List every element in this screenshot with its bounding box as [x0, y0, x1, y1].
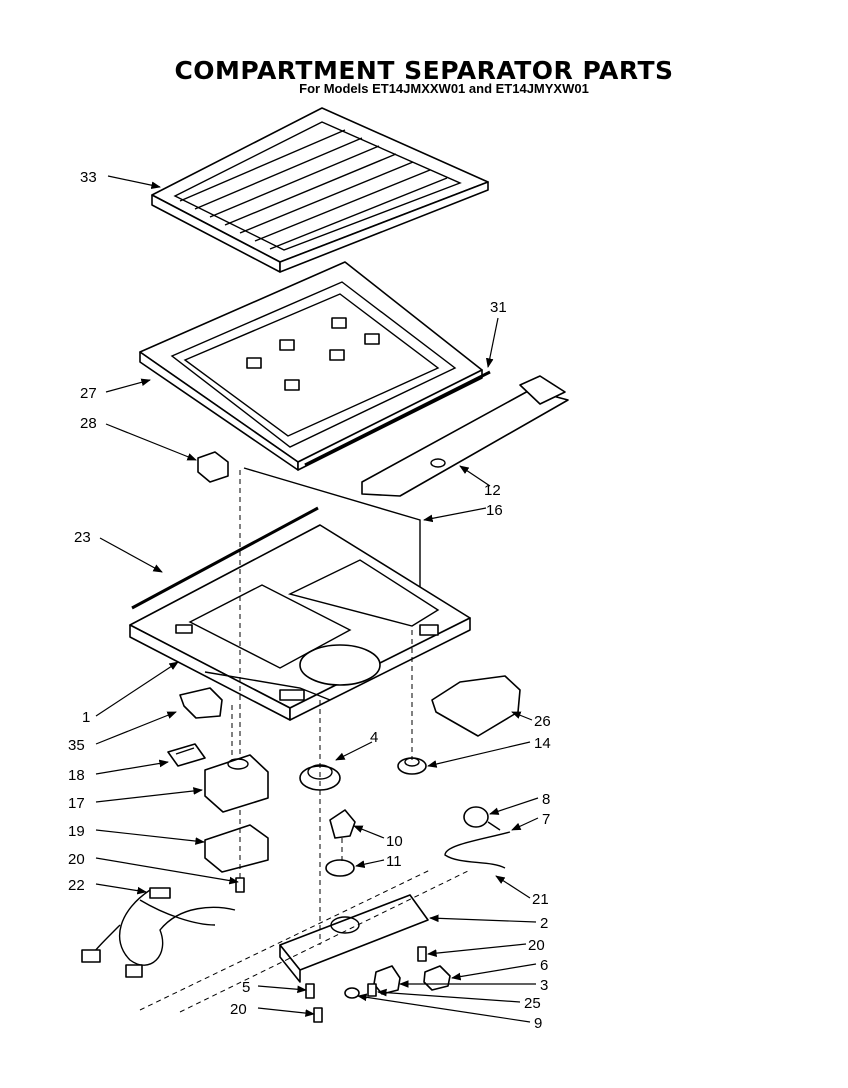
callout-18: 18	[68, 767, 85, 784]
part-35-bracket	[179, 687, 223, 719]
callout-22: 22	[68, 877, 85, 894]
callout-31: 31	[490, 299, 507, 316]
part-11-knob	[325, 859, 355, 877]
part-4-knob	[299, 764, 341, 791]
part-1-divider-assembly	[129, 524, 471, 721]
assembly-lines	[139, 470, 471, 1013]
part-6-component	[423, 965, 451, 991]
callout-21: 21	[532, 891, 549, 908]
callout-7: 7	[542, 811, 550, 828]
callout-26: 26	[534, 713, 551, 730]
callout-14: 14	[534, 735, 551, 752]
callout-2: 2	[540, 915, 548, 932]
part-9-washer	[344, 987, 360, 999]
callout-5: 5	[242, 979, 250, 996]
leader-lines	[95, 175, 539, 1023]
callout-27: 27	[80, 385, 97, 402]
part-21-socket-wire	[444, 831, 511, 869]
part-19-switch-plate	[204, 824, 269, 873]
part-3-component	[373, 965, 401, 995]
part-17-housing	[204, 754, 269, 813]
part-18-lens	[167, 743, 206, 767]
callout-1: 1	[82, 709, 90, 726]
callout-4: 4	[370, 729, 378, 746]
callout-11: 11	[386, 853, 402, 870]
callout-16: 16	[486, 502, 503, 519]
callout-12: 12	[484, 482, 501, 499]
part-22-wire-harness	[81, 887, 236, 978]
callout-labels: 33 31 27 28 12 16 23 1 26 35 4 14 18 17 …	[68, 169, 551, 1032]
part-31-gasket-strip	[304, 370, 491, 467]
part-33-shelf-grille	[151, 107, 489, 273]
callout-35: 35	[68, 737, 85, 754]
callout-20-a: 20	[68, 851, 85, 868]
callout-28: 28	[80, 415, 97, 432]
callout-23: 23	[74, 529, 91, 546]
callout-10: 10	[386, 833, 403, 850]
callout-17: 17	[68, 795, 85, 812]
callout-9: 9	[534, 1015, 542, 1032]
callout-8: 8	[542, 791, 550, 808]
callout-3: 3	[540, 977, 548, 994]
callout-25: 25	[524, 995, 541, 1012]
callout-20-c: 20	[230, 1001, 247, 1018]
part-8-bulb	[463, 806, 501, 831]
callout-33: 33	[80, 169, 97, 186]
part-28-block	[197, 451, 229, 483]
diagram-subtitle: For Models ET14JMXXW01 and ET14JMYXW01	[299, 81, 589, 96]
callout-19: 19	[68, 823, 85, 840]
part-10-switch	[329, 809, 356, 839]
part-26-insulation	[431, 675, 521, 737]
part-14-grommet	[397, 757, 427, 775]
callout-6: 6	[540, 957, 548, 974]
part-12-side-rail	[361, 375, 569, 497]
callout-20-b: 20	[528, 937, 545, 954]
diagram-title: COMPARTMENT SEPARATOR PARTS	[174, 56, 674, 85]
part-23-strip	[131, 506, 319, 610]
part-27-separator-tray	[139, 261, 483, 471]
part-2-control-base	[279, 894, 429, 983]
